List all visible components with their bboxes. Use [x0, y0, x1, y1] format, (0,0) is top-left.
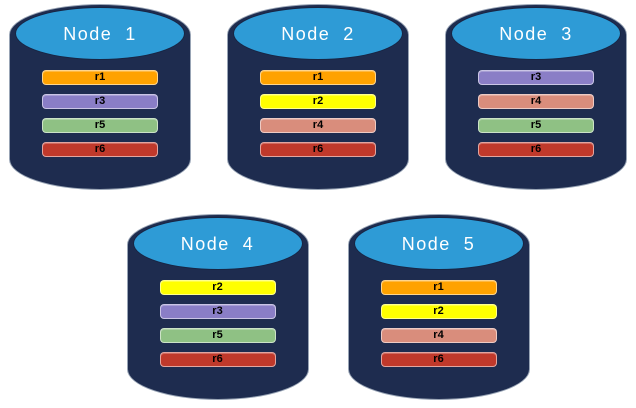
replica-bar-r2: r2	[380, 304, 497, 319]
replica-bar-r1: r1	[380, 280, 497, 295]
node-label: Node 4	[180, 234, 255, 254]
replica-bar-r6: r6	[478, 142, 594, 157]
replica-bar-r3: r3	[478, 70, 594, 85]
replica-bar-r6: r6	[260, 142, 376, 157]
cylinder-top-ellipse: Node 4	[132, 217, 303, 270]
cylinder-top-ellipse: Node 1	[15, 7, 185, 60]
replica-bar-r5: r5	[42, 118, 158, 133]
replica-bar-r2: r2	[260, 94, 376, 109]
replica-bar-r5: r5	[159, 328, 276, 343]
node-label: Node 5	[401, 234, 476, 254]
replica-bar-r2: r2	[159, 280, 276, 295]
node-1-cylinder: Node 1 r1 r3 r5 r6	[9, 4, 191, 190]
cylinder-top-ellipse: Node 5	[353, 217, 524, 270]
row-bottom: Node 4 r2 r3 r5 r6 Node 5 r1 r2 r4 r6	[10, 214, 636, 400]
node-3-cylinder: Node 3 r3 r4 r5 r6	[445, 4, 627, 190]
cylinder-top-ellipse: Node 2	[233, 7, 403, 60]
replica-bar-r6: r6	[42, 142, 158, 157]
replica-bar-r4: r4	[478, 94, 594, 109]
replica-bar-r1: r1	[260, 70, 376, 85]
replica-bar-r3: r3	[42, 94, 158, 109]
cylinder-top-ellipse: Node 3	[451, 7, 621, 60]
replica-list: r3 r4 r5 r6	[445, 70, 627, 157]
replica-bar-r4: r4	[260, 118, 376, 133]
node-label: Node 3	[499, 24, 573, 44]
node-label: Node 1	[63, 24, 137, 44]
replica-bar-r6: r6	[159, 352, 276, 367]
node-5-cylinder: Node 5 r1 r2 r4 r6	[347, 214, 530, 400]
node-4-cylinder: Node 4 r2 r3 r5 r6	[126, 214, 309, 400]
replica-list: r1 r2 r4 r6	[227, 70, 409, 157]
replica-bar-r6: r6	[380, 352, 497, 367]
node-label: Node 2	[281, 24, 355, 44]
replica-list: r1 r3 r5 r6	[9, 70, 191, 157]
replica-bar-r3: r3	[159, 304, 276, 319]
replica-list: r2 r3 r5 r6	[127, 280, 309, 367]
replica-bar-r5: r5	[478, 118, 594, 133]
replica-list: r1 r2 r4 r6	[348, 280, 530, 367]
row-top: Node 1 r1 r3 r5 r6 Node 2 r1 r2 r4 r6 Node 3 r…	[0, 0, 636, 190]
replica-bar-r1: r1	[42, 70, 158, 85]
node-2-cylinder: Node 2 r1 r2 r4 r6	[227, 4, 409, 190]
replica-bar-r4: r4	[380, 328, 497, 343]
